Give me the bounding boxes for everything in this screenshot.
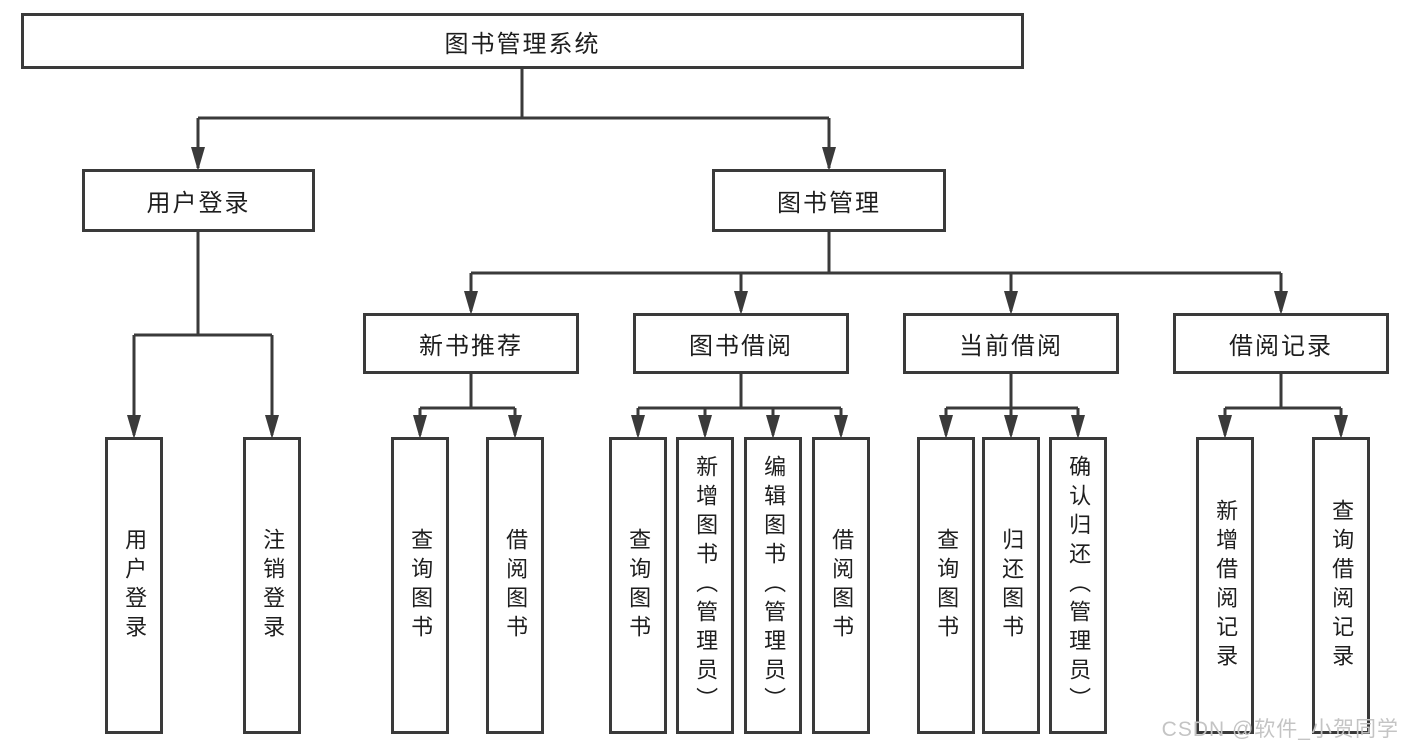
leaf-label: 查询图书 xyxy=(626,527,652,644)
leaf-logout: 注销登录 xyxy=(243,437,301,734)
leaf-label: 注销登录 xyxy=(260,527,286,644)
leaf-user-login: 用户登录 xyxy=(105,437,163,734)
leaf-label: 归还图书 xyxy=(999,527,1025,644)
leaf-label: 查询借阅记录 xyxy=(1329,498,1355,673)
leaf-label: 确认归还（管理员） xyxy=(1066,455,1092,716)
leaf-label: 借阅图书 xyxy=(829,527,855,644)
leaf-add-borrow-record: 新增借阅记录 xyxy=(1196,437,1254,734)
leaf-label: 用户登录 xyxy=(122,527,148,644)
leaf-return-books: 归还图书 xyxy=(982,437,1040,734)
node-book-management-system: 图书管理系统 xyxy=(21,13,1024,69)
node-user-login-branch: 用户登录 xyxy=(82,169,315,232)
leaf-query-borrow-record: 查询借阅记录 xyxy=(1312,437,1370,734)
node-label: 图书借阅 xyxy=(689,333,793,360)
node-book-borrow: 图书借阅 xyxy=(633,313,849,374)
node-label: 图书管理 xyxy=(777,190,881,217)
node-current-borrow: 当前借阅 xyxy=(903,313,1119,374)
leaf-borrow-books-recommend: 借阅图书 xyxy=(486,437,544,734)
arrowheads xyxy=(127,147,1348,439)
leaf-label: 新增借阅记录 xyxy=(1213,498,1239,673)
node-book-management-branch: 图书管理 xyxy=(712,169,946,232)
leaf-label: 编辑图书（管理员） xyxy=(761,455,787,716)
leaf-add-books-admin: 新增图书（管理员） xyxy=(676,437,734,734)
node-borrow-records: 借阅记录 xyxy=(1173,313,1389,374)
leaf-label: 新增图书（管理员） xyxy=(693,455,719,716)
leaf-edit-books-admin: 编辑图书（管理员） xyxy=(744,437,802,734)
leaf-label: 借阅图书 xyxy=(503,527,529,644)
leaf-borrow-books: 借阅图书 xyxy=(812,437,870,734)
leaf-label: 查询图书 xyxy=(934,527,960,644)
node-label: 图书管理系统 xyxy=(444,30,601,58)
leaf-query-books-recommend: 查询图书 xyxy=(391,437,449,734)
leaf-label: 查询图书 xyxy=(408,527,434,644)
leaf-query-books-borrow: 查询图书 xyxy=(609,437,667,734)
leaf-query-books-current: 查询图书 xyxy=(917,437,975,734)
node-label: 新书推荐 xyxy=(419,333,523,360)
leaf-confirm-return-admin: 确认归还（管理员） xyxy=(1049,437,1107,734)
node-new-book-recommend: 新书推荐 xyxy=(363,313,579,374)
csdn-watermark: CSDN @软件_小贺同学 xyxy=(1161,718,1399,741)
node-label: 借阅记录 xyxy=(1229,333,1333,360)
node-label: 当前借阅 xyxy=(959,333,1063,360)
node-label: 用户登录 xyxy=(146,190,251,217)
